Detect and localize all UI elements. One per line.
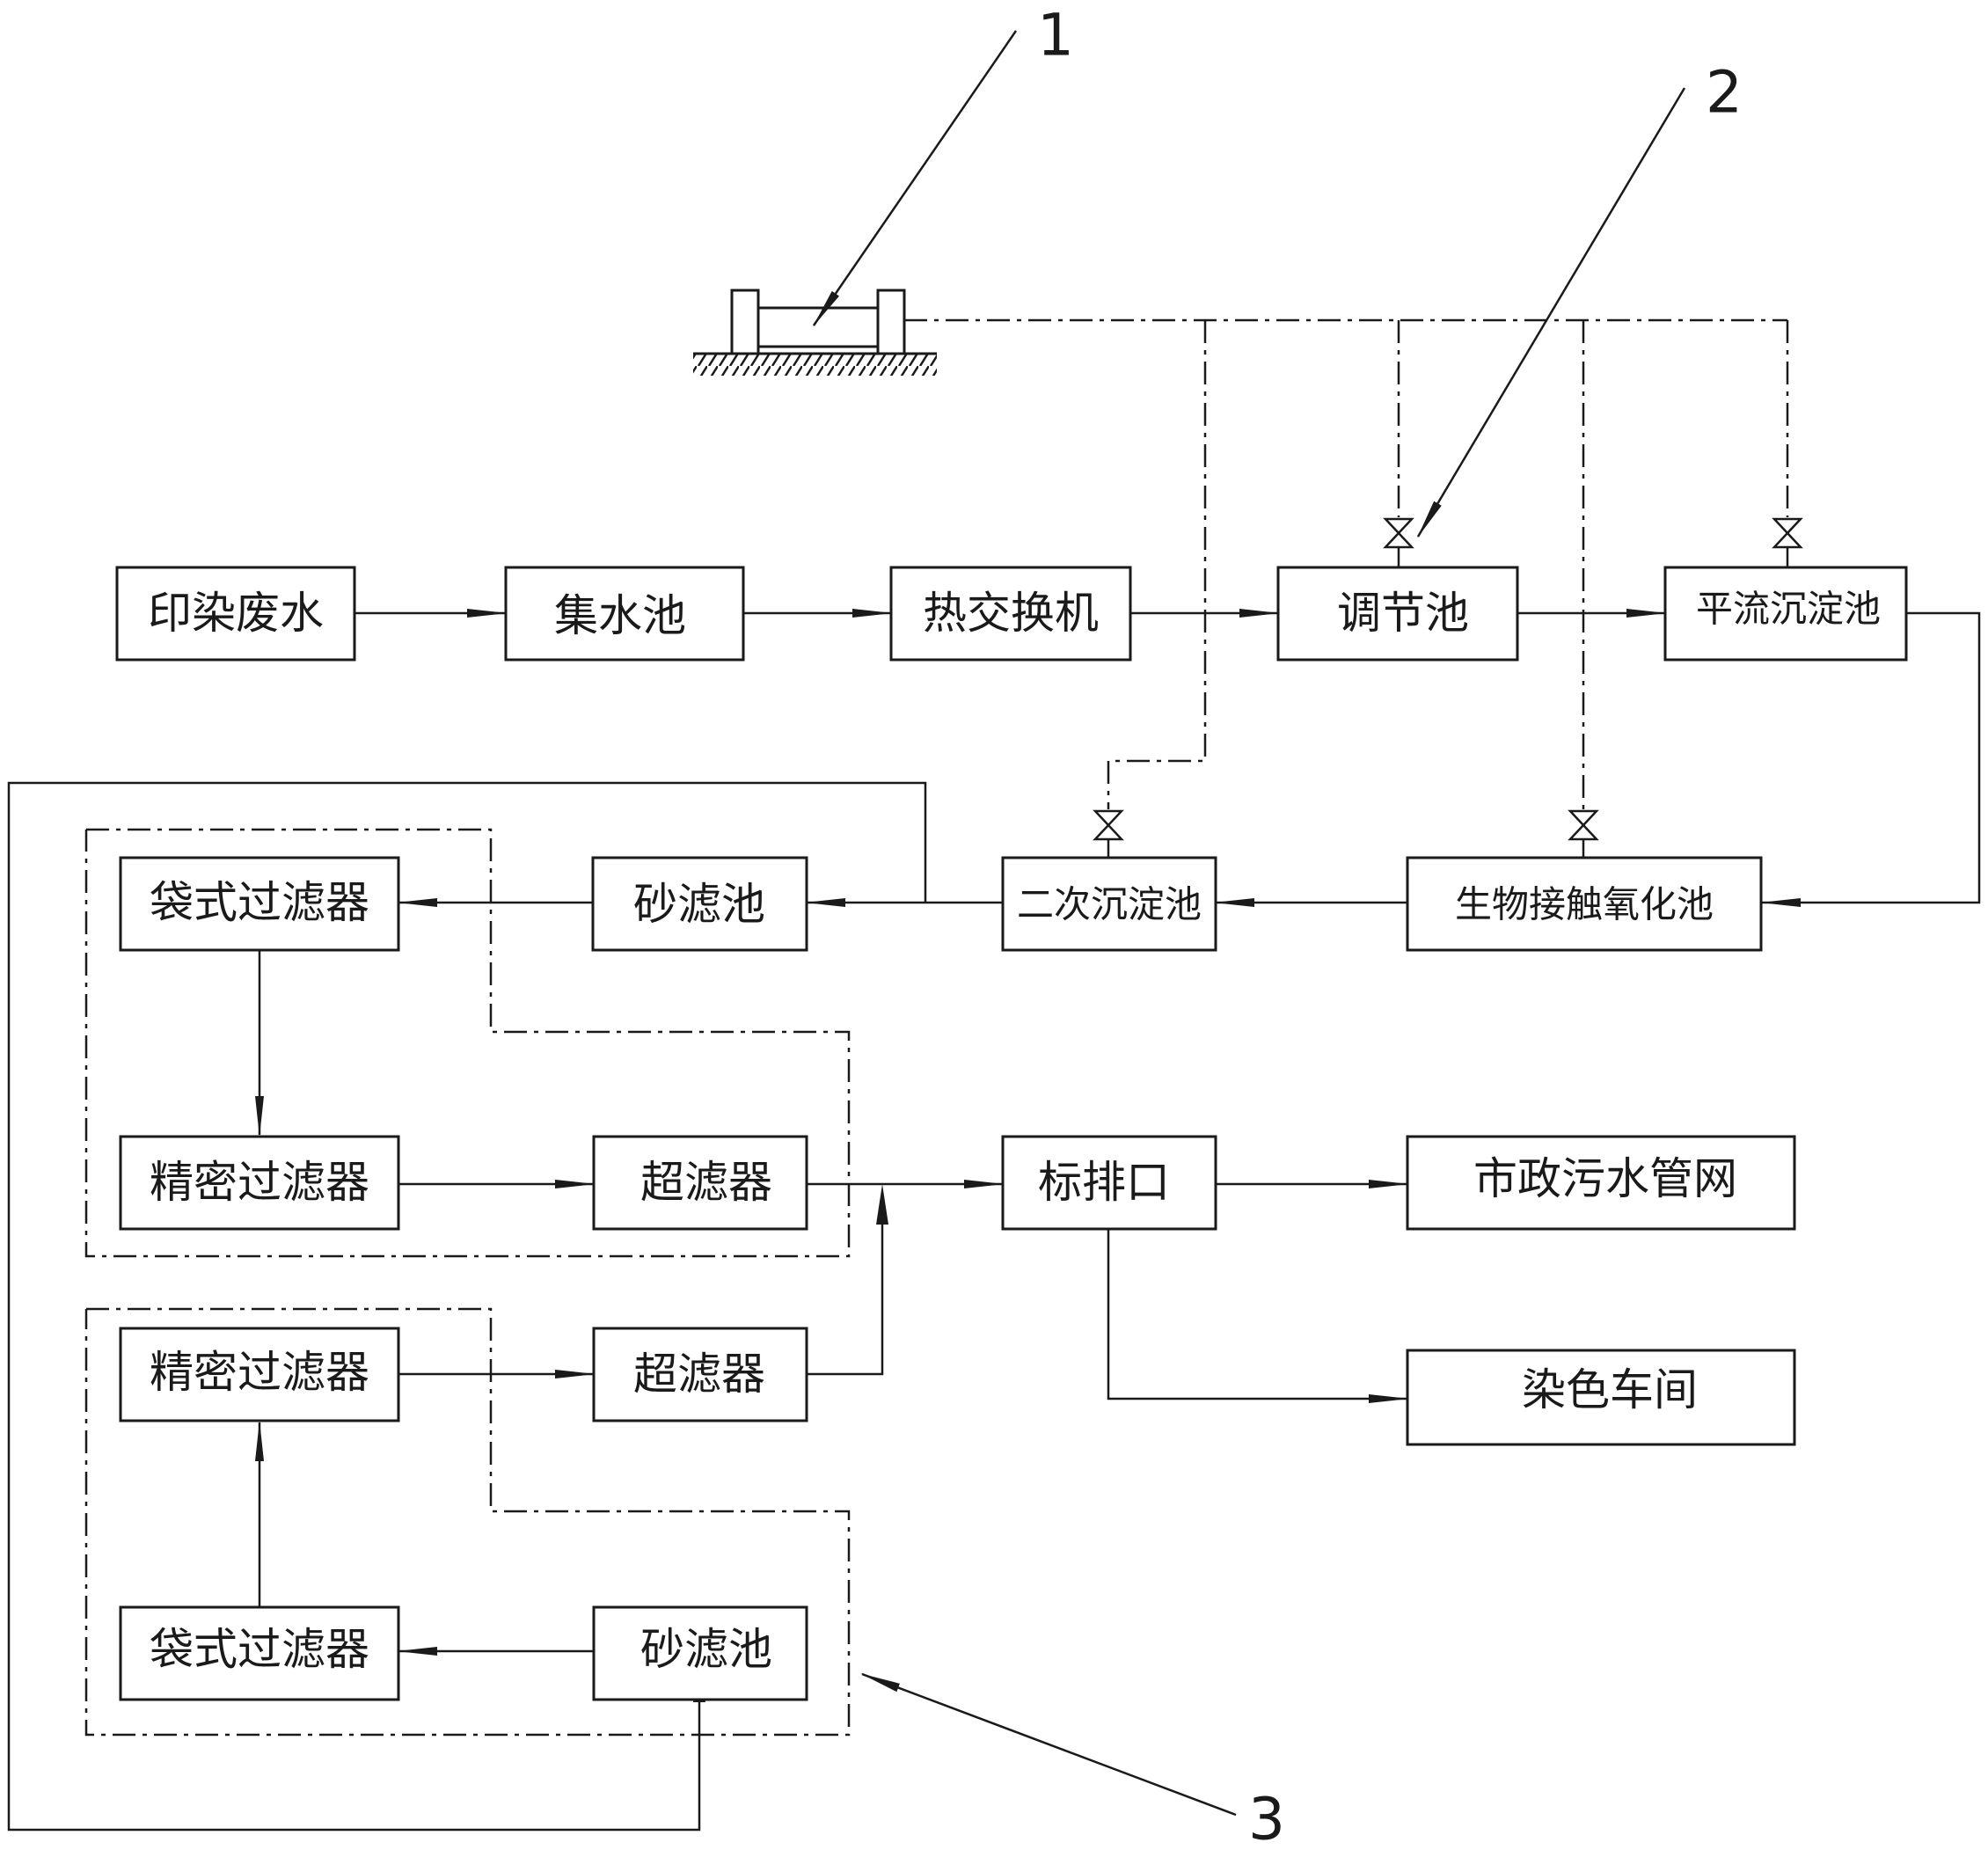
node-regulating-tank: 调节池 bbox=[1276, 566, 1519, 662]
node-municipal-sewer: 市政污水管网 bbox=[1406, 1135, 1796, 1231]
node-collection-tank-label: 集水池 bbox=[554, 590, 686, 641]
node-dyeing-workshop-label: 染色车间 bbox=[1522, 1364, 1698, 1415]
valve-stems bbox=[1107, 547, 1789, 858]
valve-advection[interactable] bbox=[1772, 517, 1803, 549]
node-ultrafilter-a: 超滤器 bbox=[592, 1135, 808, 1231]
node-precision-filter-a: 精密过滤器 bbox=[119, 1135, 400, 1231]
node-ultrafilter-b-label: 超滤器 bbox=[633, 1349, 765, 1400]
node-collection-tank: 集水池 bbox=[504, 566, 745, 662]
node-ultrafilter-b: 超滤器 bbox=[592, 1327, 808, 1422]
heat-distribution-lines bbox=[904, 318, 1789, 809]
node-bag-filter-a-label: 袋式过滤器 bbox=[150, 877, 369, 928]
flow-lines bbox=[7, 609, 1981, 1832]
node-wastewater: 印染废水 bbox=[115, 566, 356, 662]
node-bio-contact-oxidation: 生物接触氧化池 bbox=[1406, 856, 1763, 952]
node-secondary-sedimentation-label: 二次沉淀池 bbox=[1017, 883, 1202, 926]
node-regulating-tank-label: 调节池 bbox=[1337, 588, 1469, 639]
node-precision-filter-a-label: 精密过滤器 bbox=[150, 1157, 369, 1208]
node-sand-filter-a-label: 砂滤池 bbox=[633, 879, 765, 930]
node-advection-sedimentation: 平流沉淀池 bbox=[1663, 566, 1908, 662]
callout-2-label: 2 bbox=[1706, 59, 1743, 127]
valve-secondary-sedimentation[interactable] bbox=[1093, 809, 1124, 841]
node-standard-outlet-label: 标排口 bbox=[1038, 1157, 1170, 1208]
filter-group-enclosures bbox=[84, 828, 851, 1737]
node-heat-exchanger: 热交换机 bbox=[889, 566, 1132, 662]
node-ultrafilter-a-label: 超滤器 bbox=[640, 1157, 772, 1208]
node-dyeing-workshop: 染色车间 bbox=[1406, 1349, 1796, 1446]
valve-bio-oxidation[interactable] bbox=[1568, 809, 1599, 841]
node-precision-filter-b: 精密过滤器 bbox=[119, 1327, 400, 1422]
node-heat-exchanger-label: 热交换机 bbox=[923, 588, 1099, 639]
node-precision-filter-b-label: 精密过滤器 bbox=[150, 1347, 369, 1398]
node-sand-filter-b: 砂滤池 bbox=[592, 1605, 808, 1701]
callout-3-label: 3 bbox=[1248, 1786, 1285, 1850]
node-sand-filter-a: 砂滤池 bbox=[591, 856, 808, 952]
node-sand-filter-b-label: 砂滤池 bbox=[640, 1624, 772, 1675]
node-bag-filter-a: 袋式过滤器 bbox=[119, 856, 400, 952]
node-secondary-sedimentation: 二次沉淀池 bbox=[1001, 856, 1217, 952]
heat-source-device bbox=[693, 289, 937, 376]
node-bag-filter-b-label: 袋式过滤器 bbox=[150, 1624, 369, 1675]
node-wastewater-label: 印染废水 bbox=[148, 588, 324, 639]
callout-leaders bbox=[812, 30, 1686, 1817]
node-bag-filter-b: 袋式过滤器 bbox=[119, 1605, 400, 1701]
node-standard-outlet: 标排口 bbox=[1001, 1135, 1217, 1231]
callout-1-label: 1 bbox=[1037, 2, 1074, 69]
valve-regulating[interactable] bbox=[1383, 517, 1414, 549]
node-bio-contact-oxidation-label: 生物接触氧化池 bbox=[1455, 883, 1714, 926]
node-municipal-sewer-label: 市政污水管网 bbox=[1473, 1153, 1737, 1204]
node-advection-sedimentation-label: 平流沉淀池 bbox=[1696, 588, 1881, 631]
